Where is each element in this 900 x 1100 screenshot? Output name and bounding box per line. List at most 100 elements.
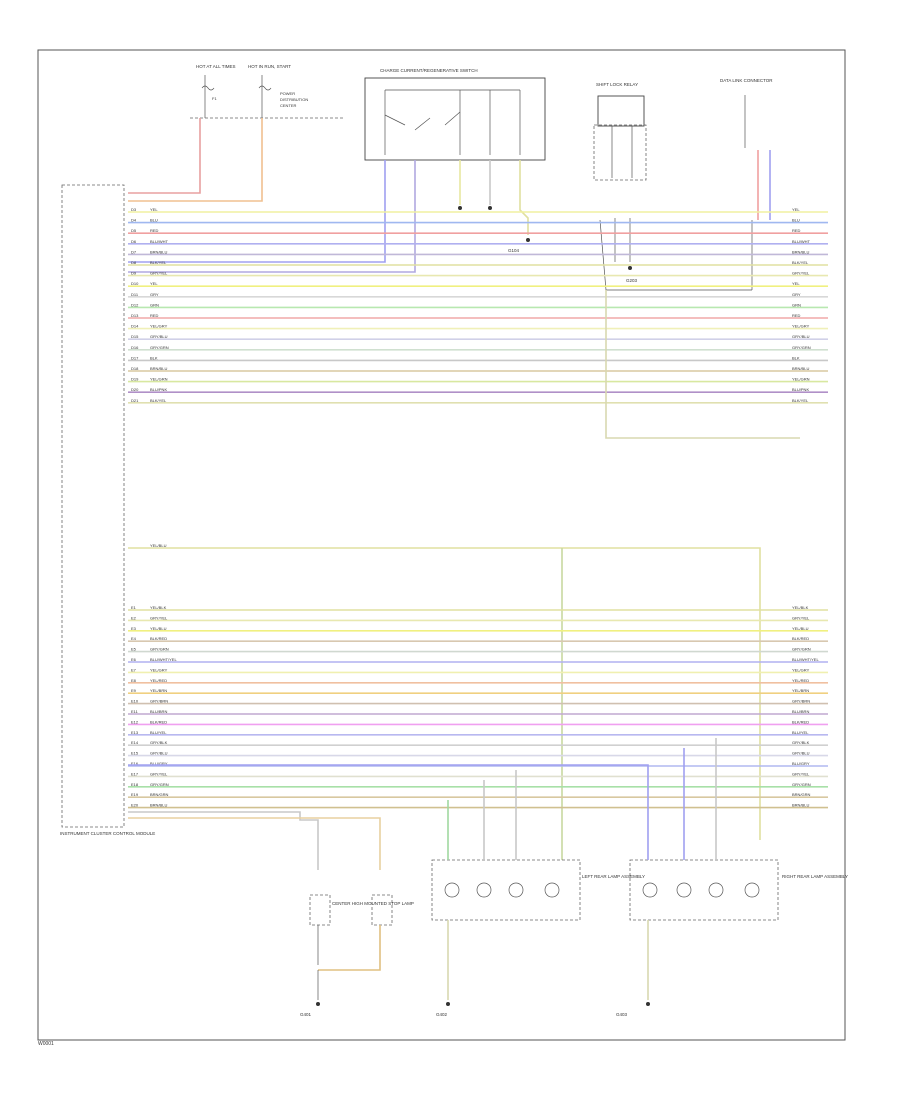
- fuse-1-label: HOT AT ALL TIMES: [196, 64, 236, 69]
- upper-pin: D17: [131, 355, 139, 360]
- lower-color-code-right: BLU/YEL: [792, 730, 809, 735]
- lower-color-code: BLU/WHT/YEL: [150, 657, 177, 662]
- upper-color-code: GRY: [150, 292, 159, 297]
- ground-2: G203: [614, 218, 638, 283]
- control-unit-label: INSTRUMENT CLUSTER CONTROL MODULE: [60, 831, 155, 836]
- lower-pin: E20: [131, 803, 139, 808]
- lower-pin: E14: [131, 740, 139, 745]
- upper-color-code-right: YEL/GRN: [792, 377, 810, 382]
- upper-pin: D18: [131, 366, 139, 371]
- upper-pin: D11: [131, 292, 139, 297]
- bottom-ground-1-label: G401: [300, 1012, 312, 1017]
- lower-color-code-right: BLK/RED: [792, 719, 809, 724]
- lower-color-code: YEL/GRY: [150, 667, 168, 672]
- lower-pin: E1: [131, 605, 137, 610]
- lower-pin: E4: [131, 636, 137, 641]
- relay-label: SHIFT LOCK RELAY: [596, 82, 638, 87]
- lower-color-code-right: GRY/YEL: [792, 771, 810, 776]
- upper-color-code-right: BLK/YEL: [792, 398, 809, 403]
- upper-pin: D4: [131, 218, 137, 223]
- upper-pin: D8: [131, 260, 137, 265]
- upper-pin: D19: [131, 377, 139, 382]
- lower-pin: E7: [131, 667, 137, 672]
- lower-color-code: BLK/RED: [150, 719, 167, 724]
- lower-pin: E11: [131, 709, 139, 714]
- lower-color-code: YEL/BLK: [150, 605, 167, 610]
- lower-pin: E18: [131, 782, 139, 787]
- upper-color-code: BLU: [150, 218, 158, 223]
- upper-pin: D15: [131, 334, 139, 339]
- lower-color-code: BRN/BLU: [150, 803, 167, 808]
- upper-color-code: BLK: [150, 355, 158, 360]
- lower-color-code-right: GRY/BLU: [792, 751, 810, 756]
- lower-color-code-right: BLU/GRY: [792, 761, 810, 766]
- lower-color-code: GRY/YEL: [150, 771, 168, 776]
- svg-text:CENTER: CENTER: [280, 103, 297, 108]
- lower-pin: E17: [131, 771, 139, 776]
- upper-color-code: YEL: [150, 281, 158, 286]
- upper-pin: D3: [131, 207, 137, 212]
- page-code: W0001: [38, 1041, 54, 1047]
- main-switch-label: CHARGE CURRENT/REGENERATIVE SWITCH: [380, 68, 478, 73]
- bottom-ground-3-label: G403: [616, 1012, 628, 1017]
- lower-color-code-right: GRY/YEL: [792, 615, 810, 620]
- upper-color-code-right: BLU: [792, 218, 800, 223]
- lower-left-component: CENTER HIGH MOUNTED STOP LAMP G401: [128, 811, 414, 1017]
- lower-color-code: GRY/YEL: [150, 615, 168, 620]
- upper-color-code-right: GRY/BLU: [792, 334, 810, 339]
- ground-2-label: G203: [626, 278, 638, 283]
- upper-pin: D16: [131, 345, 139, 350]
- lower-pin: E6: [131, 657, 137, 662]
- upper-color-code: RED: [150, 313, 159, 318]
- top-line-label: YEL/BLU: [150, 543, 167, 548]
- lower-color-code: YEL/BLU: [150, 626, 167, 631]
- lower-color-code-right: GRY/GRN: [792, 782, 811, 787]
- relay: SHIFT LOCK RELAY: [593, 82, 647, 181]
- upper-color-code: YEL/GRY: [150, 324, 168, 329]
- upper-color-code-right: GRY/YEL: [792, 271, 810, 276]
- upper-color-code-right: BRN/BLU: [792, 249, 809, 254]
- upper-color-code-right: RED: [792, 313, 801, 318]
- upper-color-code-right: GRY: [792, 292, 801, 297]
- lower-color-code-right: GRY/GRN: [792, 647, 811, 652]
- upper-color-code: RED: [150, 228, 159, 233]
- lower-color-code: GRY/GRN: [150, 782, 169, 787]
- upper-pin: D5: [131, 228, 137, 233]
- lower-color-code-right: GRY/BLK: [792, 740, 810, 745]
- lower-color-code-right: YEL/BLU: [792, 626, 809, 631]
- upper-color-code: GRY/BLU: [150, 334, 168, 339]
- lower-left-label: CENTER HIGH MOUNTED STOP LAMP: [332, 901, 414, 906]
- lower-color-code-right: YEL/BLK: [792, 605, 809, 610]
- upper-color-code-right: BLK/YEL: [792, 260, 809, 265]
- lower-color-code-right: BLU/WHT/YEL: [792, 657, 819, 662]
- bottom-ground-2-label: G402: [436, 1012, 448, 1017]
- lower-color-code-right: YEL/RED: [792, 678, 809, 683]
- upper-color-code: BLK/YEL: [150, 260, 167, 265]
- svg-text:DISTRIBUTION: DISTRIBUTION: [280, 97, 308, 102]
- lower-color-code-right: BLU/BRN: [792, 709, 809, 714]
- top-line: [128, 547, 761, 840]
- lower-color-code-right: GRY/BRN: [792, 699, 810, 704]
- svg-text:DATA LINK CONNECTOR: DATA LINK CONNECTOR: [720, 78, 773, 83]
- upper-pin: D7: [131, 249, 137, 254]
- upper-color-code: BRN/BLU: [150, 366, 167, 371]
- upper-pin: D13: [131, 313, 139, 318]
- lower-pin: E19: [131, 792, 139, 797]
- control-unit: INSTRUMENT CLUSTER CONTROL MODULE: [60, 184, 155, 836]
- upper-color-code-right: BLU/PNK: [792, 387, 809, 392]
- upper-pin: D14: [131, 324, 139, 329]
- lower-pin: E8: [131, 678, 137, 683]
- upper-color-code: YEL/GRN: [150, 377, 168, 382]
- right-connector: DATA LINK CONNECTOR: [606, 78, 773, 291]
- lower-color-code: BLU/BRN: [150, 709, 167, 714]
- upper-color-code-right: BRN/BLU: [792, 366, 809, 371]
- upper-pin: D21: [131, 398, 139, 403]
- upper-color-code-right: BLK: [792, 355, 800, 360]
- diagram-frame: [37, 49, 846, 1041]
- upper-color-code-right: YEL: [792, 281, 800, 286]
- upper-pin: D6: [131, 239, 137, 244]
- svg-text:F1: F1: [212, 96, 217, 101]
- lower-color-code-right: BRN/GRN: [792, 792, 811, 797]
